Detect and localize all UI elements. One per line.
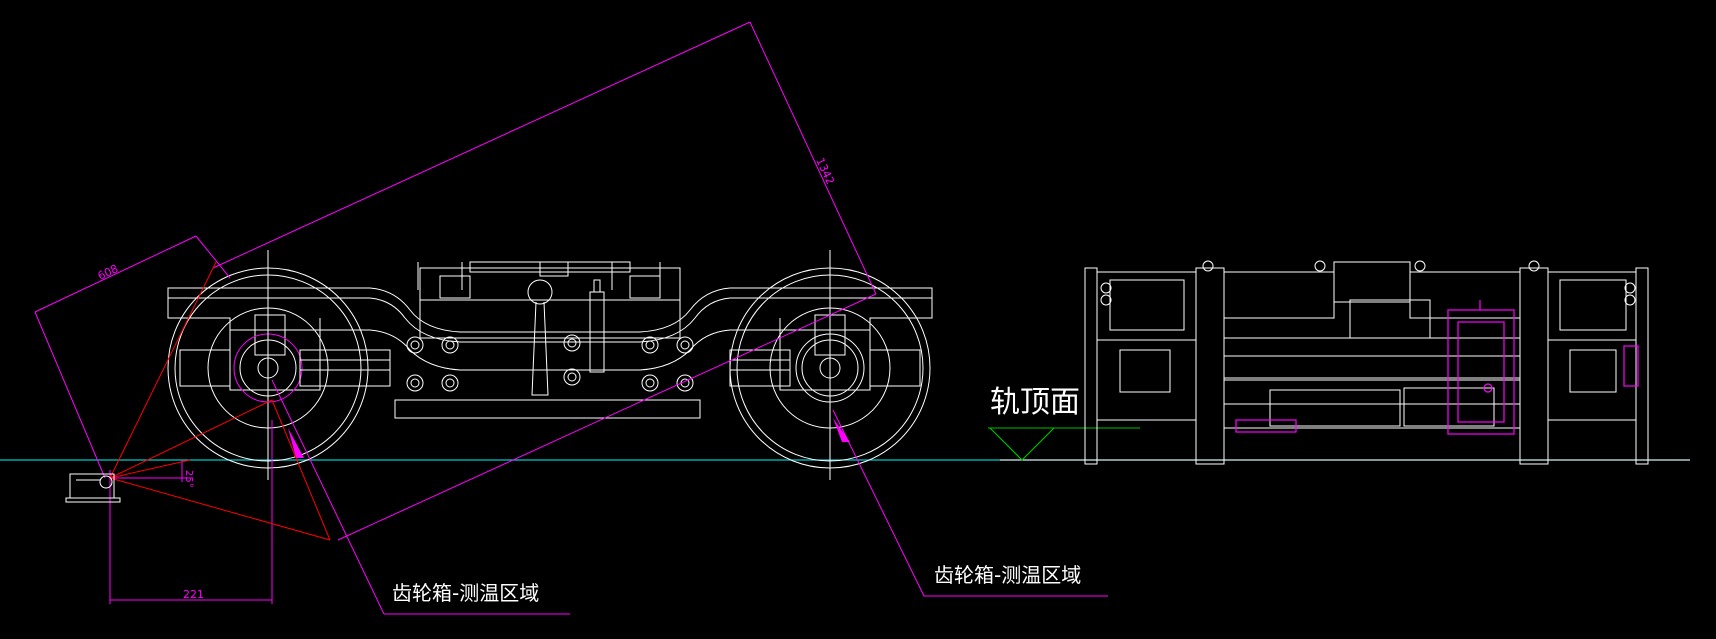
label-right-region: 齿轮箱-测温区域 (934, 563, 1081, 587)
bogie-end-view (1084, 260, 1649, 465)
dim-long-beam: 1342 (813, 156, 837, 187)
bogie-side-view (167, 250, 933, 480)
label-rail-top: 轨顶面 (990, 385, 1080, 420)
label-left-region: 齿轮箱-测温区域 (392, 581, 539, 605)
dim-horizontal: 221 (183, 588, 204, 601)
rail-top-marker: 轨顶面 (988, 385, 1140, 461)
dim-angle: 25° (183, 470, 194, 488)
right-axlebox (729, 314, 921, 403)
measurement-beams (109, 261, 331, 541)
left-measure-spot (288, 428, 304, 458)
end-view-gearbox (1235, 300, 1639, 435)
dimension-lines (34, 21, 1108, 615)
detector-sensor (65, 473, 121, 503)
dim-short-beam: 608 (96, 262, 121, 283)
